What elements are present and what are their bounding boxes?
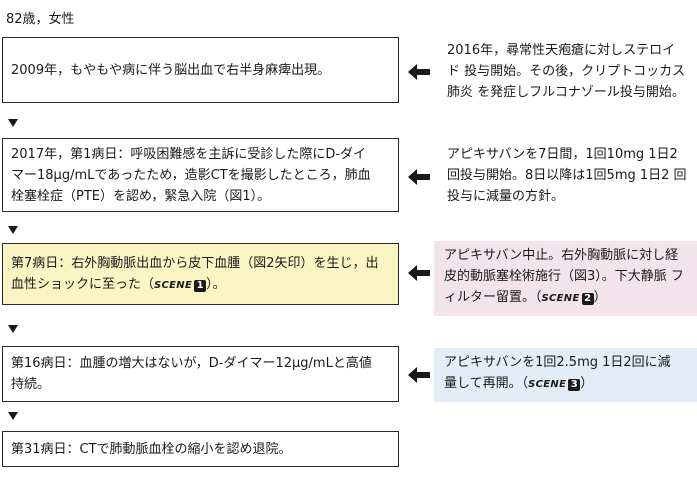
step-text: 第31病日：CTで肺動脈血栓の縮小を認め退院。 <box>11 441 292 457</box>
patient-header: 82歳，女性 <box>6 12 75 27</box>
down-arrow-icon <box>8 412 18 420</box>
note-text-line: アピキサバンを1回2.5mg 1日2回に減 <box>444 355 671 370</box>
note-history: 2016年，尋常性天疱瘡に対しステロイド 投与開始。その後，クリプトコッカス肺炎… <box>437 36 697 108</box>
step-text-line: 持続。 <box>11 377 51 392</box>
left-arrow-icon <box>408 367 430 383</box>
left-arrow-icon <box>408 169 430 185</box>
note-text-tail: ） <box>580 376 594 391</box>
note-text-line: 皮的動脈塞栓術施行（図3）。下大静脈 <box>444 269 667 284</box>
note-text-line: アピキサバンを7日間，1回10mg 1日2 <box>447 147 678 162</box>
timeline-step-2009: 2009年，もやもや病に伴う脳出血で右半身麻痺出現。 <box>2 37 399 103</box>
step-text-line: 2017年，第1病日：呼吸困難感を主訴に受診した際にD-ダイ <box>11 146 367 162</box>
note-apixaban-start: アピキサバンを7日間，1回10mg 1日2 回投与開始。8日以降は1回5mg 1… <box>437 140 697 212</box>
note-text-tail: ） <box>593 290 607 305</box>
left-arrow-icon <box>408 265 430 281</box>
note-text-line: 投与開始。その後，クリプトコッカス肺炎 <box>447 64 686 100</box>
timeline-step-day7: 第7病日：右外胸動脈出血から皮下血腫（図2矢印）を生じ，出 血性ショックに至った… <box>2 243 399 305</box>
note-apixaban-stop: アピキサバン中止。右外胸動脈に対し経 皮的動脈塞栓術施行（図3）。下大静脈 フィ… <box>434 241 697 316</box>
step-text-line: マー18μg/mLであったため，造影CTを撮影したところ，肺血 <box>11 167 371 183</box>
step-text-tail: ）。 <box>206 276 226 292</box>
scene-number-badge: 2 <box>581 293 594 305</box>
scene-number-badge: 1 <box>194 279 207 292</box>
note-text-line: アピキサバン中止。右外胸動脈に対し経 <box>444 248 679 263</box>
down-arrow-icon <box>8 119 18 127</box>
scene-number-badge: 3 <box>568 379 581 391</box>
scene-label: SCENE <box>528 379 567 390</box>
timeline-step-day1: 2017年，第1病日：呼吸困難感を主訴に受診した際にD-ダイ マー18μg/mL… <box>2 138 399 212</box>
step-text: 2009年，もやもや病に伴う脳出血で右半身麻痺出現。 <box>11 62 331 78</box>
left-arrow-icon <box>408 64 430 80</box>
down-arrow-icon <box>8 325 18 333</box>
note-text-line: を発症しフルコナゾール投与開始。 <box>477 85 685 100</box>
step-text-line: 栓塞栓症（PTE）を認め，緊急入院（図1）。 <box>11 188 271 204</box>
note-text-line: 2016年，尋常性天疱瘡に対しステロイド <box>447 43 676 79</box>
note-text-line: 回投与に減量の方針。 <box>447 168 687 204</box>
scene-label: SCENE <box>154 279 193 291</box>
scene-label: SCENE <box>541 293 580 304</box>
step-text-line: 第7病日：右外胸動脈出血から皮下血腫（図2矢印）を生じ，出 <box>11 255 379 271</box>
timeline-step-day31: 第31病日：CTで肺動脈血栓の縮小を認め退院。 <box>2 431 399 467</box>
note-text-line: 回投与開始。8日以降は1回5mg 1日2 <box>447 168 670 183</box>
step-text-fragment: 血性ショックに至った（ <box>11 276 155 292</box>
step-text-line: 第16病日：血腫の増大はないが，D-ダイマー12μg/mLと高値 <box>11 356 372 371</box>
down-arrow-icon <box>8 226 18 234</box>
note-text-fragment: 量して再開。（ <box>444 376 529 391</box>
note-text-fragment: フィルター留置。（ <box>444 269 684 305</box>
timeline-step-day16: 第16病日：血腫の増大はないが，D-ダイマー12μg/mLと高値 持続。 <box>2 346 399 402</box>
